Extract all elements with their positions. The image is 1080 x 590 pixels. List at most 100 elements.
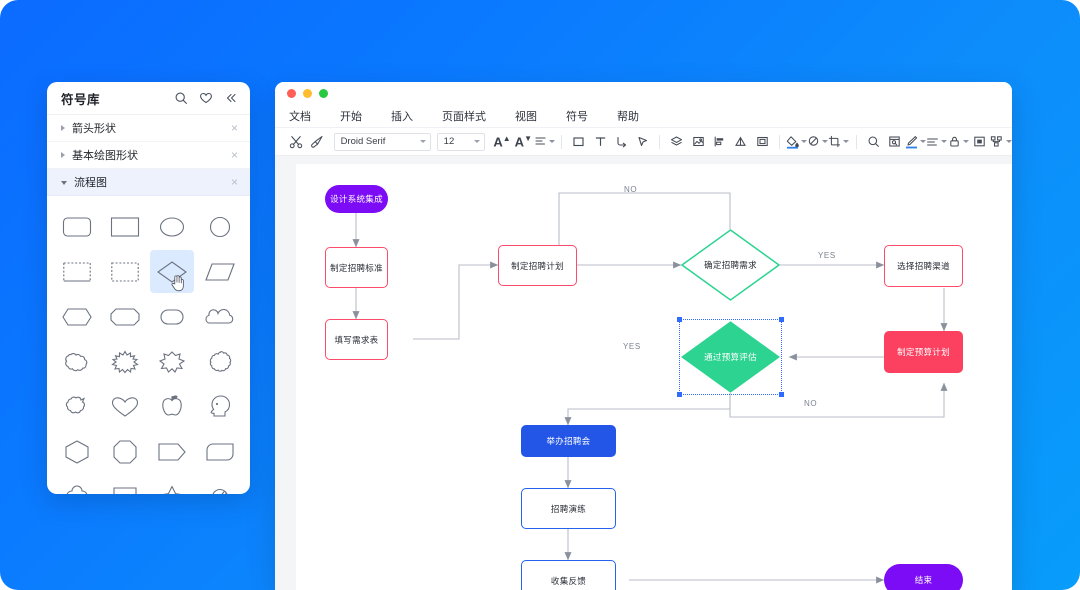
flow-node-hold-fair[interactable]: 举办招聘会 [521,425,616,457]
shape-crossed-circle-icon[interactable] [198,475,242,494]
resize-handle-se[interactable] [779,392,784,397]
search-icon[interactable] [174,91,188,105]
line-color-icon[interactable] [807,131,829,153]
chevron-down-icon [822,140,829,143]
shape-apple-icon[interactable] [150,385,194,428]
window-close-button[interactable] [287,88,296,98]
menu-item-pagestyle[interactable]: 页面样式 [442,110,486,123]
shape-head-profile-icon[interactable] [198,385,242,428]
text-align-icon[interactable] [534,131,556,153]
shape-rectangle-icon[interactable] [103,205,147,248]
shape-tag-icon[interactable] [150,430,194,473]
shape-dashed-open-top-icon[interactable] [55,250,99,293]
shape-rounded-rectangle-icon[interactable] [55,205,99,248]
insert-image-icon[interactable] [688,131,709,153]
frame-icon[interactable] [751,131,772,153]
shape-rectangle-icon[interactable] [568,131,589,153]
menu-item-home[interactable]: 开始 [340,110,362,123]
decrease-font-size-icon[interactable]: A▼ [514,133,532,150]
flow-node-budget-approval[interactable]: 通过预算评估 [681,321,780,393]
flow-node-budget-plan[interactable]: 制定预算计划 [884,331,963,373]
chevron-right-icon [61,125,65,131]
increase-font-size-icon[interactable]: A▲ [493,133,511,150]
menu-item-symbol[interactable]: 符号 [566,110,588,123]
layers-icon[interactable] [666,131,687,153]
shape-cloud-icon[interactable] [55,340,99,383]
shape-diamond-gem-icon[interactable] [103,475,147,494]
cut-scissors-icon[interactable] [285,131,306,153]
edge-label-no-bottom: NO [804,399,818,408]
shape-parallelogram-icon[interactable] [198,250,242,293]
font-family-select[interactable]: Droid Serif [333,132,431,151]
menu-item-insert[interactable]: 插入 [391,110,413,123]
symbol-group-flowchart[interactable]: 流程图 × [47,169,250,196]
canvas-page[interactable]: 设计系统集成 制定招聘标准 填写需求表 制定招聘计划 确定招聘需求 选择招聘渠道… [296,164,1012,590]
align-objects-icon[interactable] [709,131,730,153]
flow-node-start[interactable]: 设计系统集成 [325,185,388,213]
menu-item-document[interactable]: 文档 [289,110,311,123]
fill-color-icon[interactable] [786,131,807,153]
resize-handle-sw[interactable] [677,392,682,397]
flow-node-label: 确定招聘需求 [704,260,757,270]
close-icon[interactable]: × [230,175,238,189]
flow-node-recruit-standard[interactable]: 制定招聘标准 [325,247,388,288]
flow-node-collect-feedback[interactable]: 收集反馈 [521,560,616,590]
zoom-search-icon[interactable] [863,131,884,153]
window-maximize-button[interactable] [319,88,328,98]
window-minimize-button[interactable] [303,88,312,98]
insert-text-icon[interactable] [590,131,611,153]
shape-star-icon[interactable] [150,475,194,494]
lock-icon[interactable] [948,131,969,153]
flow-node-select-channel[interactable]: 选择招聘渠道 [884,245,963,287]
shape-hexagon-icon[interactable] [55,430,99,473]
shape-starburst-icon[interactable] [150,340,194,383]
menu-item-help[interactable]: 帮助 [617,110,639,123]
group-objects-icon[interactable] [990,131,1012,153]
favorite-heart-icon[interactable] [199,91,213,105]
shape-bubble-icon[interactable] [150,295,194,338]
shadow-icon[interactable] [969,131,990,153]
shape-speech-blob-icon[interactable] [55,385,99,428]
pen-edit-icon[interactable] [905,131,927,153]
shape-heart-icon[interactable] [103,385,147,428]
shape-leaf-icon[interactable] [198,430,242,473]
connector-line-icon[interactable] [611,131,632,153]
symbol-group-basic-shapes[interactable]: 基本绘图形状 × [47,142,250,169]
shape-explosion-icon[interactable] [103,340,147,383]
flow-node-recruit-drill[interactable]: 招聘演练 [521,488,616,529]
shape-octagon-wide-icon[interactable] [103,295,147,338]
canvas-workspace[interactable]: 设计系统集成 制定招聘标准 填写需求表 制定招聘计划 确定招聘需求 选择招聘渠道… [275,156,1012,590]
shape-circle-icon[interactable] [198,205,242,248]
flow-node-end[interactable]: 结束 [884,564,963,590]
shape-diamond-icon[interactable] [150,250,195,293]
shape-octagon-icon[interactable] [103,430,147,473]
flow-node-label: 通过预算评估 [704,352,757,362]
close-icon[interactable]: × [230,148,238,162]
shape-dashed-rectangle-icon[interactable] [103,250,147,293]
toolbar-divider [659,134,661,149]
shape-cloud-small-icon[interactable] [198,295,242,338]
selection-box[interactable] [677,317,784,397]
resize-handle-ne[interactable] [779,317,784,322]
shape-scalloped-circle-icon[interactable] [198,340,242,383]
symbol-group-arrow-shapes[interactable]: 箭头形状 × [47,115,250,142]
pointer-cursor-icon[interactable] [632,131,653,153]
menu-item-view[interactable]: 视图 [515,110,537,123]
distribute-icon[interactable] [730,131,751,153]
flow-node-recruit-plan[interactable]: 制定招聘计划 [498,245,577,286]
font-family-value: Droid Serif [340,136,386,147]
flow-node-fill-requirement[interactable]: 填写需求表 [325,319,388,360]
resize-handle-nw[interactable] [677,317,682,322]
page-preview-icon[interactable] [884,131,905,153]
flow-node-confirm-demand[interactable]: 确定招聘需求 [681,229,780,301]
shape-hexagon-flat-icon[interactable] [55,295,99,338]
line-style-icon[interactable] [926,131,948,153]
font-size-select[interactable]: 12 [436,132,486,151]
format-painter-icon[interactable] [306,131,327,153]
shape-quatrefoil-icon[interactable] [55,475,99,494]
close-icon[interactable]: × [230,121,238,135]
collapse-left-icon[interactable] [224,91,238,105]
crop-icon[interactable] [828,131,850,153]
symbol-group-label: 基本绘图形状 [72,150,138,162]
shape-ellipse-icon[interactable] [150,205,194,248]
